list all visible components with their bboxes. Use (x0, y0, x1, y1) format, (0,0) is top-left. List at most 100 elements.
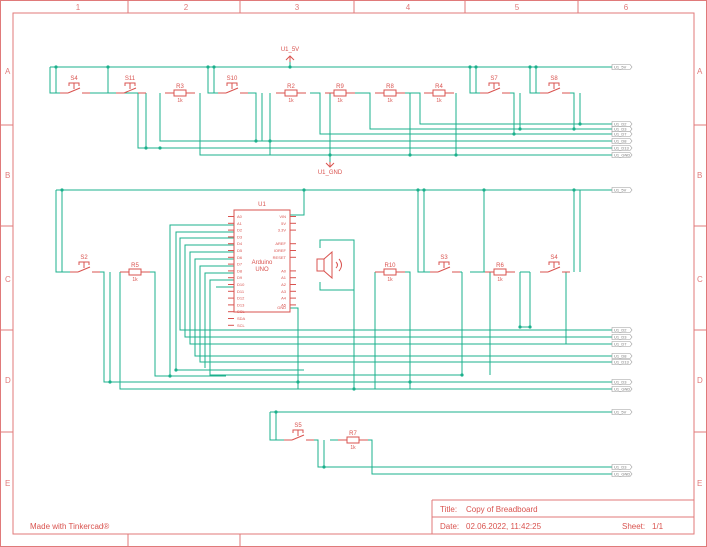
row-label-e-right: E (697, 479, 702, 488)
net-port: U1_5V (602, 64, 633, 70)
net-port: U1_GND (602, 471, 633, 477)
resistor-value: 1k (132, 277, 138, 283)
net-port-label: U1_D3 (614, 335, 627, 340)
resistor-value: 1k (387, 277, 393, 283)
net-port: U1_5V (602, 187, 633, 193)
net-port-label: U1_D2 (614, 122, 627, 127)
row-label-a-left: A (5, 67, 11, 76)
switch: S10 (218, 76, 248, 94)
net-port: U1_D8 (602, 353, 633, 359)
net-port: U1_D3 (602, 379, 633, 385)
arduino-pin-label: D7 (237, 262, 243, 267)
net-port: U1_5V (602, 409, 633, 415)
switch: S3 (430, 255, 460, 273)
arduino-ref: U1 (258, 202, 266, 208)
col-label-2: 2 (184, 3, 189, 12)
arduino-pin-label: D9 (237, 275, 243, 280)
net-port: U1_GND (602, 386, 633, 392)
top-junctions (54, 65, 582, 157)
resistor-value: 1k (350, 445, 356, 451)
switch: S4 (540, 255, 570, 273)
net-port-label: U1_D13 (614, 360, 629, 365)
net-port-label: U1_D8 (614, 139, 627, 144)
bottom-switches: S5 (284, 423, 314, 441)
title-label: Title: (440, 505, 457, 514)
net-port-label: U1_D7 (614, 132, 627, 137)
arduino-pin-label: A2 (281, 282, 287, 287)
net-port: U1_D8 (602, 138, 633, 144)
title-block: Title: Copy of Breadboard Date: 02.06.20… (431, 499, 694, 534)
net-port-label: U1_D8 (614, 354, 627, 359)
date-value: 02.06.2022, 11:42:25 (466, 522, 542, 531)
resistor-value: 1k (387, 98, 393, 104)
arduino-pin-label: A0 (237, 214, 243, 219)
switch: S5 (284, 423, 314, 441)
arduino-pin-label: D10 (237, 282, 245, 287)
resistor-value: 1k (288, 98, 294, 104)
net-port-label: U1_D7 (614, 342, 627, 347)
net-port: U1_D7 (602, 131, 633, 137)
arduino-pin-label: SCL (237, 323, 246, 328)
resistor-value: 1k (337, 98, 343, 104)
resistor-value: 1k (436, 98, 442, 104)
arduino-pin-label: A1 (237, 221, 243, 226)
column-ticks (127, 0, 579, 547)
arduino-pin-label: A0 (281, 268, 287, 273)
net-port-label: U1_D3 (614, 127, 627, 132)
net-port-label: U1_5V (614, 410, 627, 415)
arduino-name-1: Arduino (252, 260, 273, 266)
switch: S7 (480, 76, 510, 94)
vcc-label: U1_5V (281, 47, 299, 53)
arduino-pin-label: VIN (279, 214, 286, 219)
row-label-d-right: D (697, 376, 703, 385)
resistor-value: 1k (177, 98, 183, 104)
resistor: R4 1k (424, 84, 454, 104)
switch: S2 (70, 255, 100, 273)
switch-label: S4 (70, 76, 78, 82)
net-port: U1_GND (602, 152, 633, 158)
resistor-ref: R3 (176, 84, 184, 90)
net-port-label: U1_5V (614, 188, 627, 193)
arduino-pin-label: IOREF (274, 248, 287, 253)
row-ticks (0, 124, 707, 433)
row-label-c-right: C (697, 275, 703, 284)
row-label-b-left: B (5, 171, 10, 180)
resistor-ref: R8 (386, 84, 394, 90)
gnd-symbol: U1_GND (318, 162, 343, 176)
resistor-ref: R10 (384, 263, 396, 269)
col-label-3: 3 (295, 3, 300, 12)
switch: S4 (60, 76, 90, 94)
net-port: U1_D2 (602, 327, 633, 333)
arduino-pin-label: D6 (237, 255, 243, 260)
arduino-pin-label: 3.3V (278, 228, 287, 233)
switch-label: S3 (440, 255, 448, 261)
sheet-label: Sheet: (622, 522, 645, 531)
row-label-e-left: E (5, 479, 10, 488)
top-wires (49, 62, 610, 162)
switch: S8 (540, 76, 570, 94)
net-port-label: U1_D13 (614, 146, 629, 151)
net-port: U1_D2 (602, 121, 633, 127)
sheet-value: 1/1 (652, 522, 664, 531)
top-switches: S4 S11 S10 S7 S8 (60, 76, 570, 94)
resistor: R9 1k (325, 84, 355, 104)
net-port: U1_D7 (602, 341, 633, 347)
resistor-ref: R9 (336, 84, 344, 90)
resistor-ref: R4 (435, 84, 443, 90)
arduino-pin-label: AREF (275, 241, 286, 246)
switch-label: S8 (550, 76, 558, 82)
arduino-gnd-pin: GND (277, 305, 286, 310)
arduino-pin-label: D4 (237, 241, 243, 246)
resistor: R10 1k (375, 263, 405, 283)
arduino-pin-label: A1 (281, 275, 287, 280)
net-port-label: U1_5V (614, 65, 627, 70)
row-label-d-left: D (5, 376, 11, 385)
arduino-pin-label: SDA (237, 316, 246, 321)
arduino-uno: U1 Arduino UNO A0A1D2D3D4D5D6D7D8D9D10D1… (228, 202, 296, 328)
switch-label: S11 (125, 76, 136, 82)
resistor: R3 1k (165, 84, 195, 104)
